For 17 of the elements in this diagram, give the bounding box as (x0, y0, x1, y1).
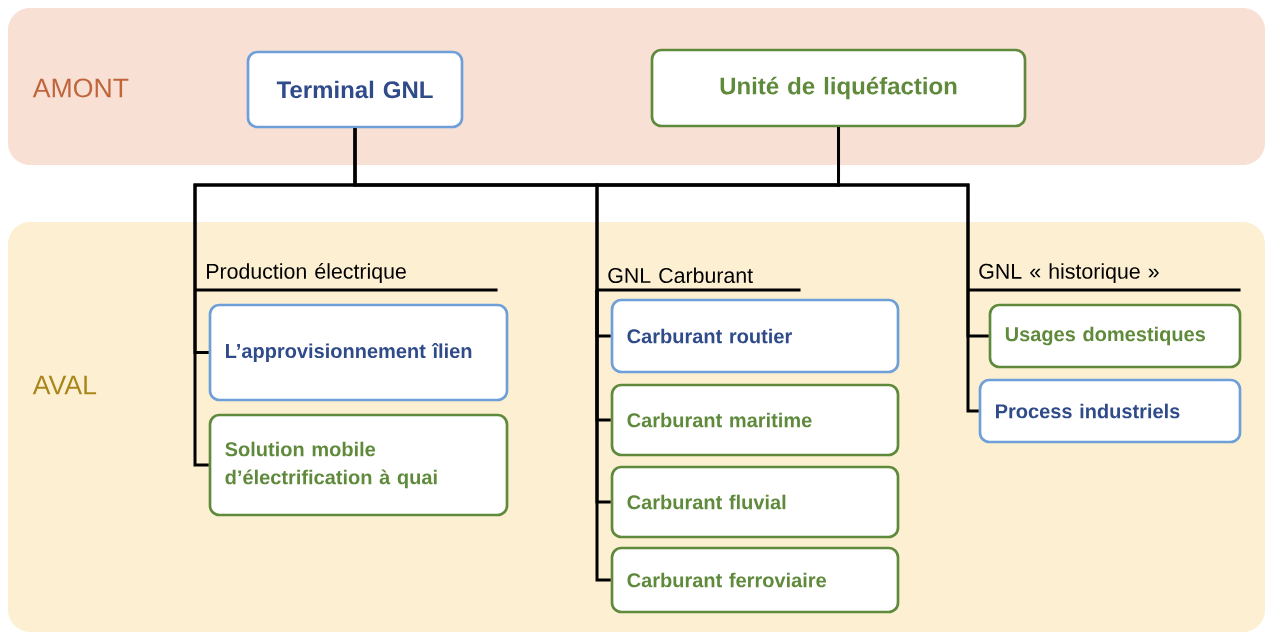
category-box: Carburant routier (610, 298, 900, 374)
category-box: Carburant ferroviaire (610, 546, 900, 614)
category-box: Unité de liquéfaction (650, 48, 1027, 128)
connector-line (837, 127, 970, 290)
connector-line (595, 290, 611, 582)
category-box: L’approvisionnement îlien (208, 303, 509, 402)
category-box: Terminal GNL (246, 50, 464, 129)
connector-line (966, 290, 979, 413)
category-box: Solution mobile d’électrification à quai (208, 413, 509, 517)
category-box: Carburant fluvial (610, 465, 900, 539)
category-box: Carburant maritime (610, 383, 900, 457)
category-heading: Production électrique (195, 262, 498, 292)
category-heading: GNL Carburant (597, 267, 801, 292)
category-box: Usages domestiques (988, 303, 1242, 369)
connector-line (193, 290, 209, 467)
category-box: Process industriels (978, 378, 1242, 444)
category-heading: GNL « historique » (968, 263, 1241, 292)
